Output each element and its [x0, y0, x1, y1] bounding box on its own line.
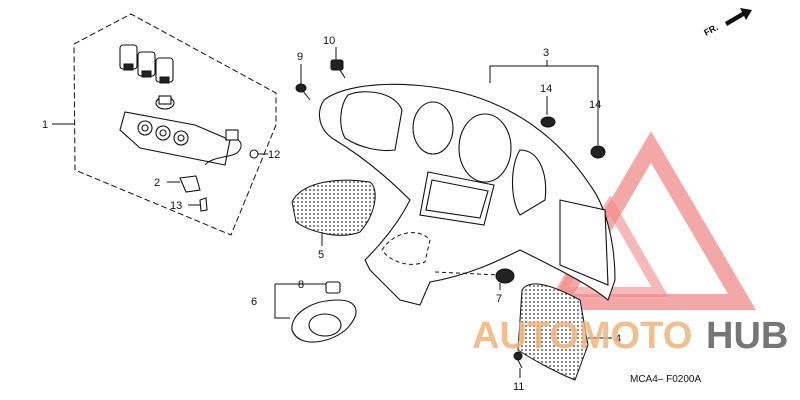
callout-10: 10: [323, 35, 335, 47]
grommet-14-right: [590, 145, 606, 159]
bolt-9: [295, 83, 311, 101]
mesh-panel-4: [517, 283, 589, 381]
callout-5: 5: [318, 249, 324, 261]
screw-13: [199, 197, 208, 212]
grommet-14-left: [540, 116, 556, 128]
leader-lines: [52, 47, 612, 378]
grommet: [155, 95, 175, 110]
callout-14-left: 14: [540, 83, 552, 95]
latch-8: [325, 281, 341, 294]
callout-11: 11: [513, 381, 524, 393]
nut-10: [330, 59, 346, 79]
clip-2: [179, 175, 201, 193]
inner-fairing-panel: [318, 83, 616, 306]
pocket-cover-6: [291, 299, 357, 343]
callout-4: 4: [615, 333, 621, 345]
callout-9: 9: [297, 51, 303, 63]
arrow-icon: [725, 8, 752, 26]
screw-11: [513, 351, 523, 369]
callout-13: 13: [170, 200, 182, 212]
callout-7: 7: [496, 293, 502, 305]
diagram-code: MCA4– F0200A: [630, 374, 701, 385]
callout-3: 3: [543, 47, 549, 59]
front-direction-arrow: FR.: [702, 8, 752, 38]
watermark-text: AUTOMOTO HUB: [472, 315, 788, 357]
watermark-part1: AUTOMOTO: [472, 315, 692, 357]
grommet-7: [495, 268, 515, 284]
switch-knobs: [119, 44, 174, 84]
direction-label: FR.: [702, 22, 719, 38]
callout-12: 12: [268, 149, 280, 161]
callout-1: 1: [42, 119, 48, 131]
watermark-part2: HUB: [706, 315, 788, 357]
callouts: 1 2 3 4 5 6 7 8 9 10 11 12 13 14 14: [42, 35, 621, 393]
callout-6: 6: [251, 296, 257, 308]
switch-housing: [119, 111, 242, 166]
callout-8: 8: [298, 279, 304, 291]
callout-14-right: 14: [589, 99, 601, 111]
mesh-cover-5: [291, 179, 376, 236]
switch-assembly-group: [73, 13, 277, 236]
callout-2: 2: [154, 177, 160, 189]
